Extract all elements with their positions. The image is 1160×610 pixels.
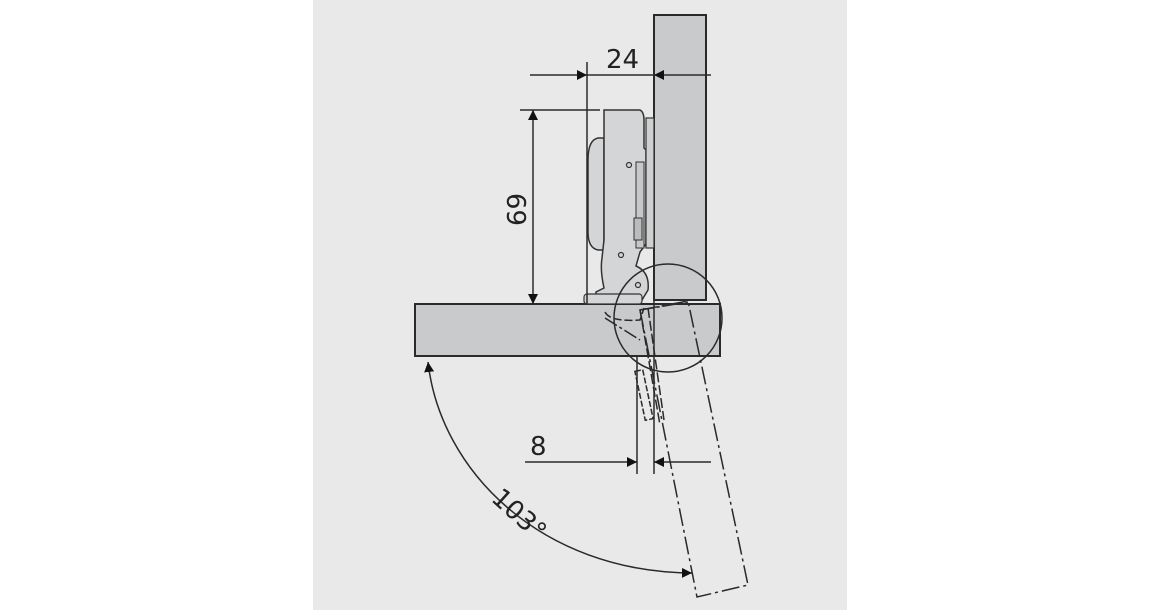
dimension-69-label: 69	[503, 193, 533, 226]
plate-detail	[635, 161, 645, 249]
hinge-hole	[625, 161, 633, 169]
angle-arc	[424, 361, 693, 578]
mounting-plate	[645, 117, 655, 249]
dimension-24-label: 24	[606, 45, 639, 75]
hinge-hole	[634, 281, 642, 289]
dimension-24	[530, 62, 711, 304]
hinge-arm	[595, 109, 649, 301]
hinge-cup	[587, 137, 605, 251]
dimension-8-label: 8	[530, 432, 547, 462]
hinge-base	[583, 293, 643, 305]
side-wall-board	[653, 14, 707, 301]
open-door-outline	[639, 300, 749, 598]
hinge-hole	[617, 251, 625, 259]
angle-label: 103°	[485, 483, 552, 547]
bottom-board	[414, 303, 721, 357]
plate-screw	[633, 217, 643, 241]
dimension-69	[520, 109, 600, 304]
